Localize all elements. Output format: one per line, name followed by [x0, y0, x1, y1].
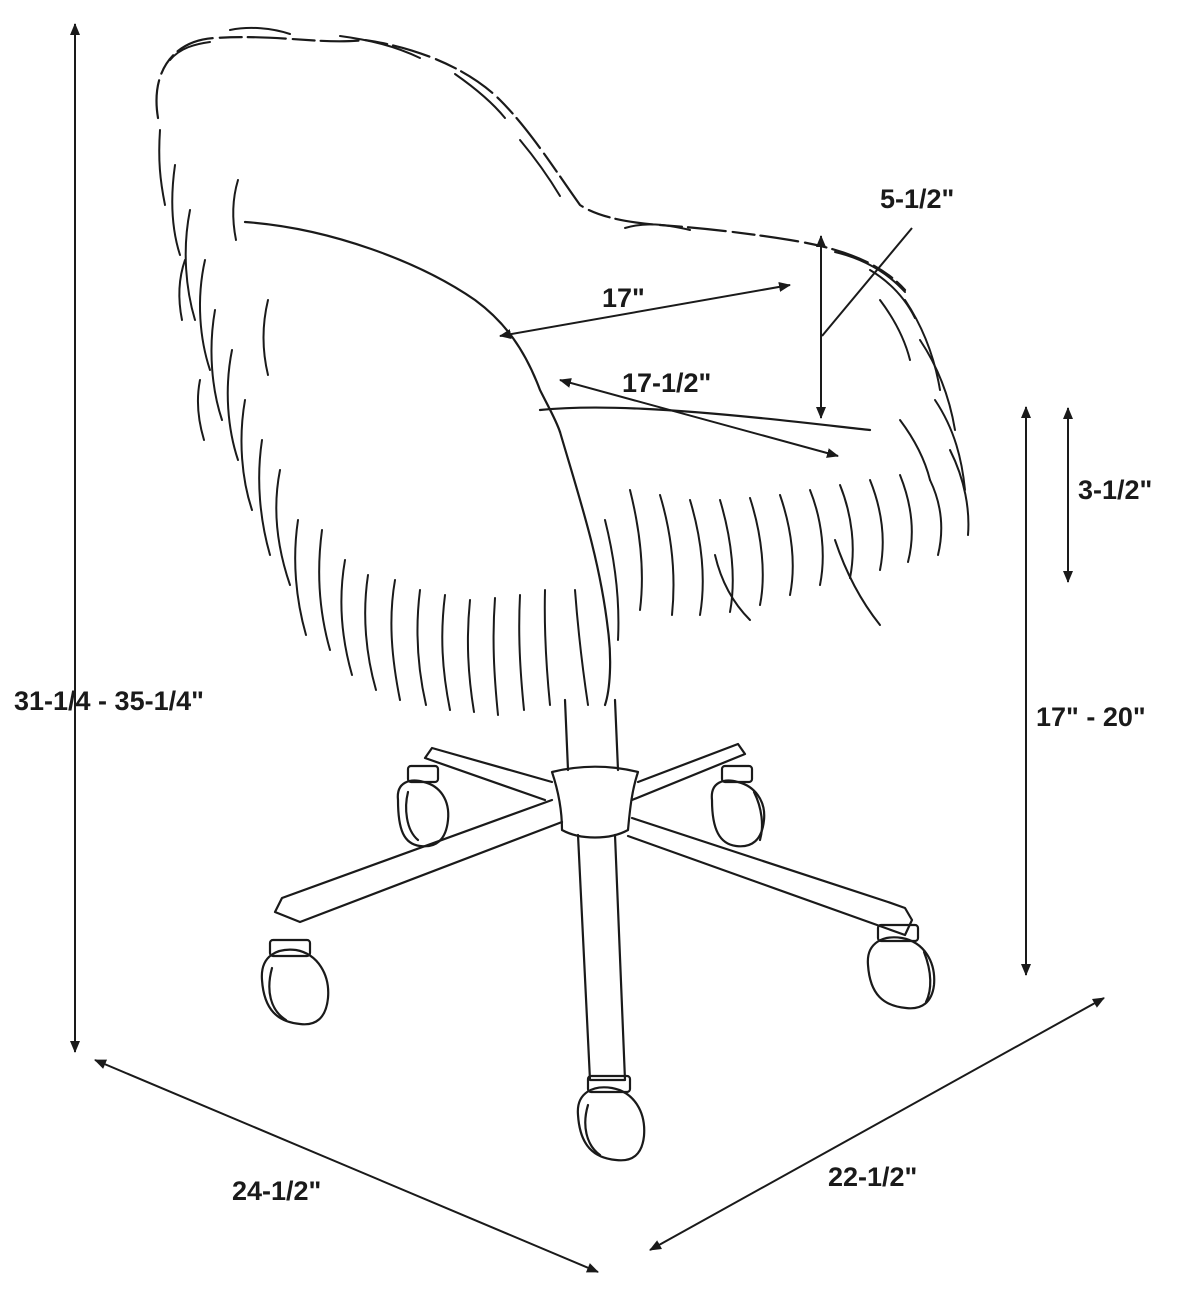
- seat-width-arrow: [499, 281, 791, 340]
- seat-depth-label: 17-1/2": [622, 368, 711, 398]
- caster-front-left: [260, 938, 330, 1026]
- star-base: [273, 742, 914, 1082]
- gas-lift-column: [550, 698, 640, 839]
- dimension-labels: 31-1/4 - 35-1/4" 5-1/2" 17" 17-1/2" 3-1/…: [14, 184, 1152, 1206]
- seat-thickness-label: 3-1/2": [1078, 475, 1152, 505]
- overall-width-label: 24-1/2": [232, 1176, 321, 1206]
- overall-height-label: 31-1/4 - 35-1/4": [14, 686, 204, 716]
- chair-illustration: [155, 26, 970, 1162]
- seat-width-label: 17": [602, 283, 645, 313]
- dimension-lines: [70, 23, 1105, 1273]
- caster-front-center: [576, 1074, 646, 1162]
- overall-depth-arrow: [649, 997, 1105, 1251]
- caster-front-right: [866, 923, 936, 1010]
- armrest-height-label: 5-1/2": [880, 184, 954, 214]
- overall-width-arrow: [94, 1059, 599, 1273]
- seat-height-label: 17" - 20": [1036, 702, 1146, 732]
- backrest-outline: [155, 26, 916, 319]
- caster-back-right: [710, 764, 766, 848]
- seat-fur-right: [604, 299, 970, 641]
- backrest-fur-left: [158, 129, 589, 716]
- inner-contour: [243, 220, 872, 707]
- caster-wheels: [260, 764, 936, 1162]
- overall-depth-label: 22-1/2": [828, 1162, 917, 1192]
- armrest-height-leader: [821, 227, 913, 337]
- seat-depth-arrow: [559, 378, 839, 458]
- caster-back-left: [396, 764, 450, 848]
